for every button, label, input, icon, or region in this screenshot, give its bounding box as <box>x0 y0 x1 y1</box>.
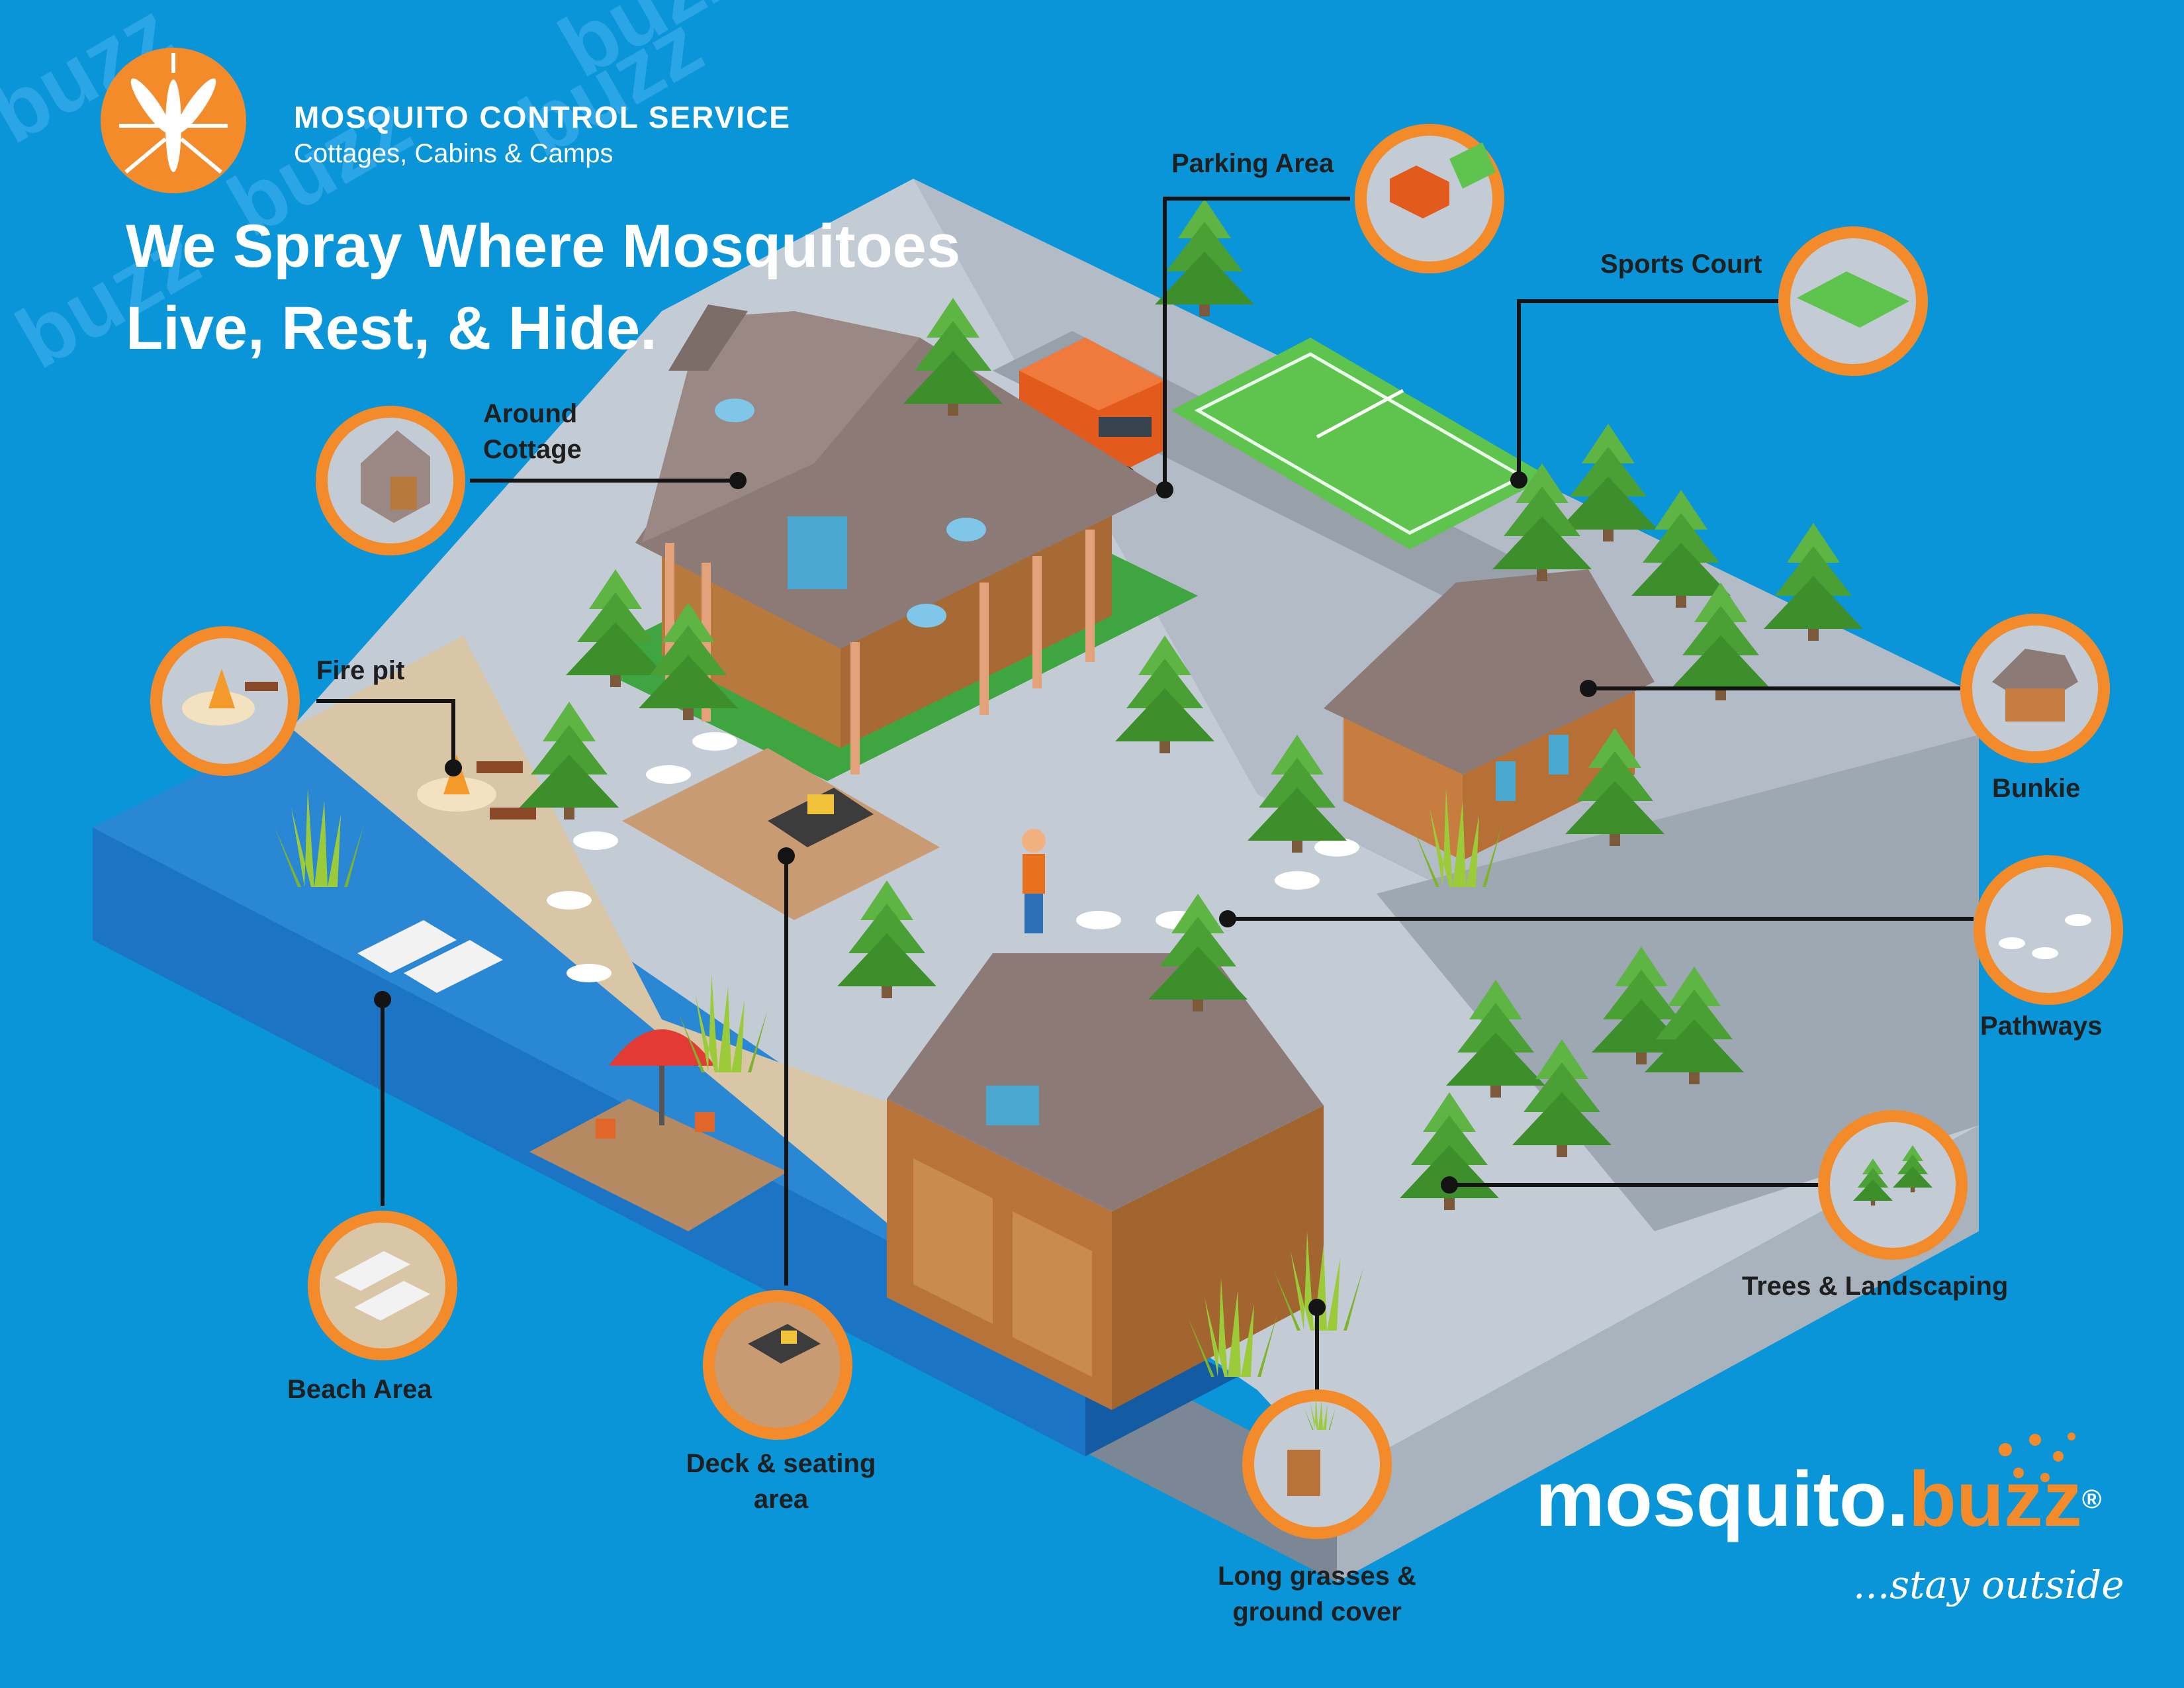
callout-deck-icon <box>703 1290 852 1440</box>
registered-mark: ® <box>2081 1485 2102 1514</box>
callout-pathways-icon <box>1974 855 2123 1005</box>
label-deck-seating: Deck & seating area <box>668 1446 893 1517</box>
callout-long-grasses-icon <box>1242 1389 1392 1539</box>
callout-parking-icon <box>1355 124 1504 273</box>
label-bunkie: Bunkie <box>1992 774 2081 803</box>
brand-logo-accent: buzz <box>1908 1456 2082 1543</box>
callout-beach-icon <box>308 1211 457 1360</box>
label-grass-line-1: Long grasses & <box>1217 1562 1417 1591</box>
callout-fire-pit-icon <box>150 626 300 776</box>
label-pathways: Pathways <box>1980 1011 2103 1041</box>
label-grass-line-2: ground cover <box>1232 1597 1402 1626</box>
callout-sports-court-icon <box>1778 226 1928 376</box>
label-around-cottage: Around Cottage <box>483 396 582 467</box>
dock <box>529 1029 788 1231</box>
brand-logo: mosquito.buzz® <box>1535 1456 2101 1542</box>
callout-bunkie-icon <box>1960 614 2110 763</box>
label-parking-area: Parking Area <box>1171 149 1334 178</box>
service-title: MOSQUITO CONTROL SERVICE <box>294 100 791 134</box>
service-subtitle: Cottages, Cabins & Camps <box>294 139 614 168</box>
label-trees-landscaping: Trees & Landscaping <box>1742 1272 2009 1301</box>
label-deck-line-1: Deck & seating <box>686 1449 876 1478</box>
headline-line-1: We Spray Where Mosquitoes <box>126 212 961 280</box>
label-around-line-2: Cottage <box>483 435 582 464</box>
label-deck-line-2: area <box>753 1485 809 1514</box>
label-fire-pit: Fire pit <box>316 656 405 685</box>
beach-chairs <box>357 920 503 993</box>
mosquito-icon <box>101 48 246 193</box>
buzz-watermark: buzz buzz buzz buzz buzz <box>0 0 757 387</box>
label-around-line-1: Around <box>483 399 578 428</box>
deck <box>622 748 940 920</box>
technician <box>1022 829 1046 933</box>
callout-trees-icon <box>1818 1110 1968 1260</box>
label-sports-court: Sports Court <box>1600 250 1762 279</box>
leader-lines <box>316 197 1974 1391</box>
logo-dots-icon <box>1999 1432 2075 1482</box>
callout-around-cottage-icon <box>316 406 465 555</box>
brand-logo-main: mosquito. <box>1535 1456 1909 1543</box>
headline-line-2: Live, Rest, & Hide. <box>126 295 657 362</box>
leader-dots <box>374 471 1597 1316</box>
page-headline: We Spray Where Mosquitoes Live, Rest, & … <box>126 205 960 369</box>
garage <box>887 953 1324 1410</box>
brand-tagline: ...stay outside <box>1853 1562 2124 1607</box>
main-cottage <box>582 305 1198 781</box>
label-beach-area: Beach Area <box>287 1375 432 1404</box>
label-long-grasses: Long grasses & ground cover <box>1198 1558 1436 1630</box>
